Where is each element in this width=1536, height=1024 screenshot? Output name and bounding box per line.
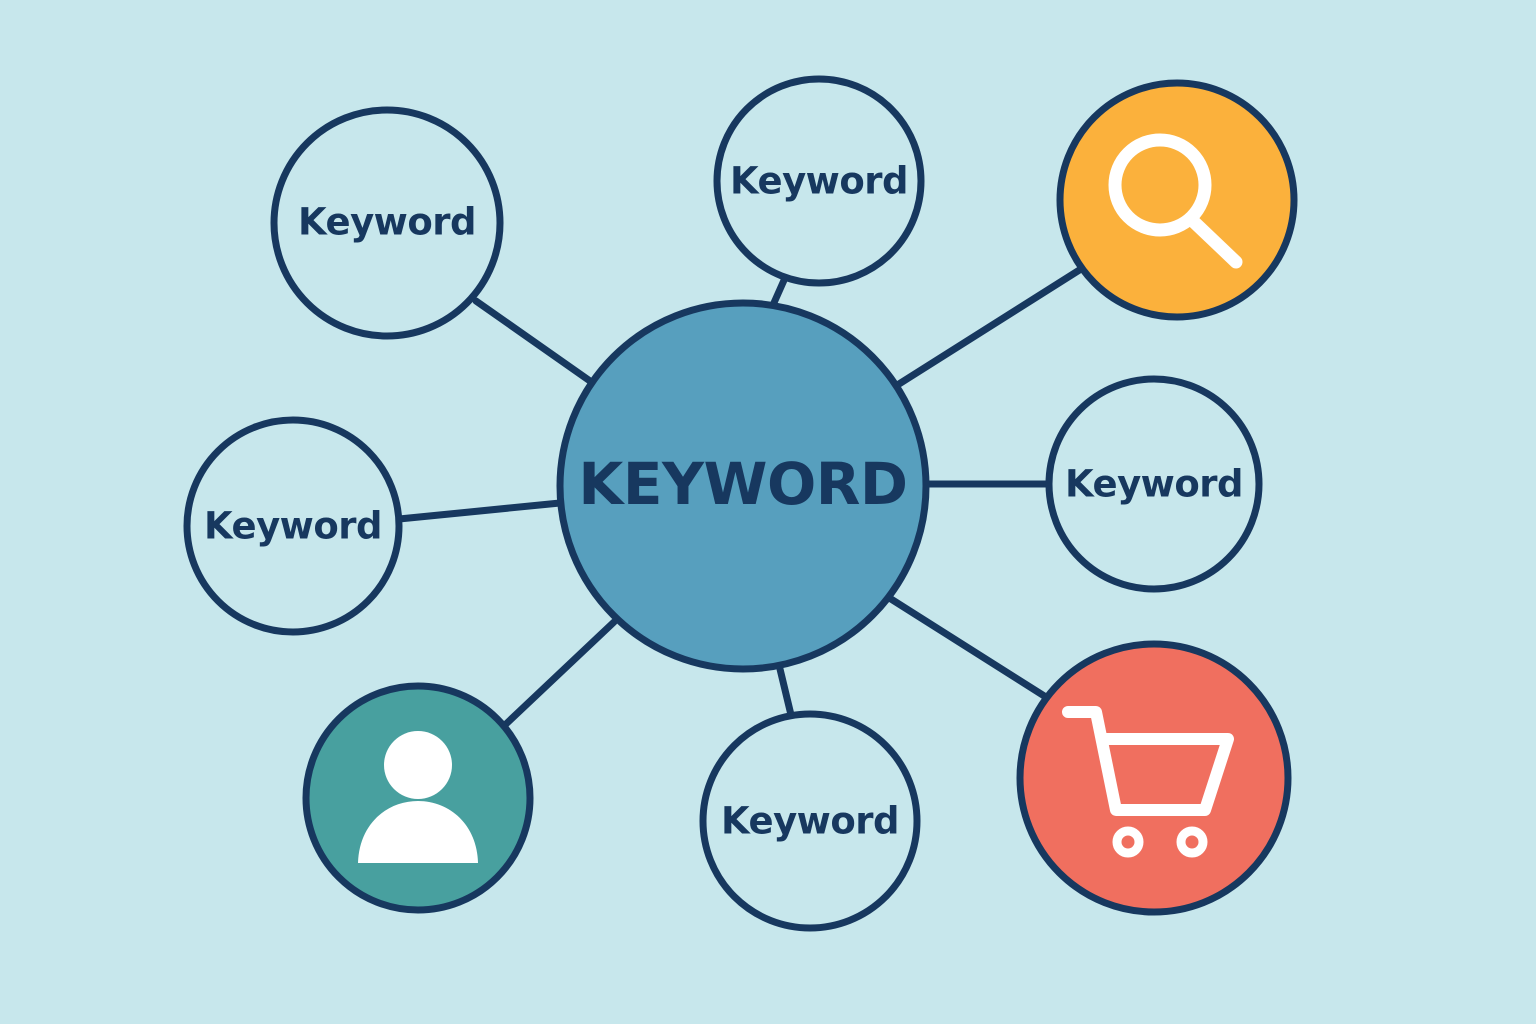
shopping-cart-wheel-left xyxy=(1112,826,1144,858)
shopping-cart-icon xyxy=(1062,706,1234,858)
keyword-node-bottom-middle: Keyword xyxy=(699,710,921,932)
keyword-node-top-middle: Keyword xyxy=(713,75,925,287)
keyword-node-top-left-circle xyxy=(270,106,504,340)
connector-cart xyxy=(887,595,1053,703)
connector-top-left xyxy=(472,297,594,385)
connector-search xyxy=(895,265,1085,388)
center-keyword-circle xyxy=(556,299,930,673)
shopping-cart-basket xyxy=(1062,706,1234,816)
connector-middle-left xyxy=(395,499,564,523)
user-node xyxy=(302,682,534,914)
connector-bottom-middle xyxy=(776,665,796,723)
keyword-node-top-middle-circle xyxy=(713,75,925,287)
user-body xyxy=(358,801,478,863)
cart-node xyxy=(1016,640,1292,916)
keyword-node-top-left: Keyword xyxy=(270,106,504,340)
connector-user xyxy=(502,618,618,728)
user-profile-icon xyxy=(358,731,478,863)
center-keyword-node: KEYWORD xyxy=(556,299,930,673)
magnifying-glass-lens xyxy=(1108,133,1212,237)
cart-node-circle xyxy=(1016,640,1292,916)
shopping-cart-wheel-right xyxy=(1176,826,1208,858)
keyword-node-middle-right: Keyword xyxy=(1045,375,1263,593)
connector-lines xyxy=(395,265,1085,728)
keyword-node-middle-left-label: Keyword xyxy=(204,505,382,548)
search-node xyxy=(1056,79,1298,321)
keyword-node-bottom-middle-circle xyxy=(699,710,921,932)
keyword-node-top-middle-label: Keyword xyxy=(730,160,908,203)
magnifying-glass-handle xyxy=(1187,215,1243,269)
keyword-node-bottom-middle-label: Keyword xyxy=(721,800,899,843)
keyword-node-middle-right-circle xyxy=(1045,375,1263,593)
keyword-node-middle-left: Keyword xyxy=(183,416,403,636)
keyword-node-middle-left-circle xyxy=(183,416,403,636)
connector-top-middle xyxy=(769,274,789,309)
keyword-node-top-left-label: Keyword xyxy=(298,201,476,244)
center-keyword-label: KEYWORD xyxy=(578,450,907,518)
magnifying-glass-icon xyxy=(1108,133,1243,269)
user-head xyxy=(384,731,452,799)
keyword-node-middle-right-label: Keyword xyxy=(1065,463,1243,506)
search-node-circle xyxy=(1056,79,1298,321)
